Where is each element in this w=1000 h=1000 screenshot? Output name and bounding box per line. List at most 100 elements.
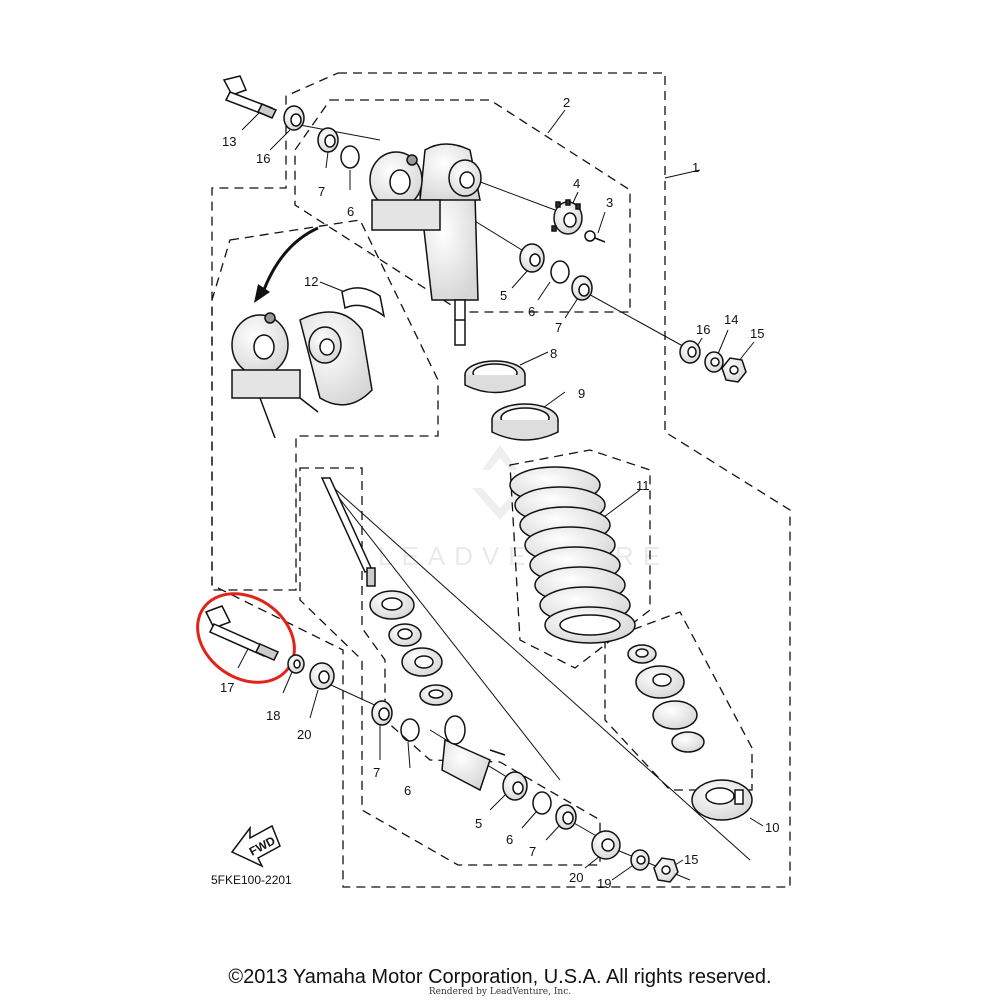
leader-12 (319, 281, 346, 293)
leader-14 (717, 329, 729, 355)
axis-upper-right (584, 291, 691, 351)
callout-4: 4 (573, 176, 580, 191)
leader-8 (519, 351, 549, 366)
leader-7top (325, 151, 329, 169)
part-code: 5FKE100-2201 (211, 873, 292, 887)
circlip-6-lower-left (400, 718, 420, 742)
leader-7d (545, 824, 561, 841)
leader-15a (737, 341, 755, 363)
axis-rod (324, 479, 561, 781)
callout-1: 1 (692, 160, 699, 175)
locknut-8 (464, 360, 526, 394)
leader-20a (309, 689, 319, 719)
group-outline-11 (509, 449, 651, 669)
leader-19 (611, 865, 633, 881)
callout-15b: 15 (684, 852, 698, 867)
callout-8: 8 (550, 346, 557, 361)
callout-7a: 7 (555, 320, 562, 335)
callout-6a: 6 (528, 304, 535, 319)
adjusting-nut-9 (491, 403, 559, 441)
leader-2 (547, 109, 566, 134)
adjuster-knob-4 (551, 199, 583, 235)
callout-19: 19 (597, 876, 611, 891)
lower-eye (441, 715, 506, 792)
callout-15a: 15 (750, 326, 764, 341)
leader-15b (674, 859, 684, 866)
bushing-5-upper (519, 243, 545, 273)
leader-18 (282, 671, 293, 694)
callout-labels: 1 2 3 4 5 6 7 8 9 11 12 13 16 7 6 16 14 … (220, 95, 779, 891)
callout-11: 11 (636, 478, 650, 493)
callout-18: 18 (266, 708, 280, 723)
callout-20a: 20 (297, 727, 311, 742)
callout-3: 3 (606, 195, 613, 210)
leader-6a (537, 281, 551, 301)
axis-main (324, 479, 751, 861)
rotation-arrow-head (254, 284, 270, 303)
leader-3 (597, 211, 606, 234)
callout-7top: 7 (318, 184, 325, 199)
washer-19 (630, 849, 650, 871)
callout-9: 9 (578, 386, 585, 401)
callout-7c: 7 (373, 765, 380, 780)
leader-13 (241, 111, 261, 131)
bushing-5-lower (502, 771, 528, 801)
collar-16-right (679, 340, 701, 364)
group-outline-2 (294, 99, 631, 313)
callout-16a: 16 (256, 151, 270, 166)
bushing-7-upper (317, 127, 339, 153)
group-outline-lower (299, 467, 601, 866)
leader-16a (269, 129, 291, 151)
bump-rubber-stack (320, 477, 453, 706)
circlip-6-upper (340, 145, 360, 169)
axis-top-bolt (299, 124, 381, 141)
washer-14 (704, 351, 724, 373)
collar-20-right (591, 830, 621, 860)
collar-20-left (309, 662, 335, 690)
bushing-7-lower-right (555, 804, 577, 830)
circlip-6-upper-right (550, 260, 570, 284)
bushing-7-upper-right (571, 275, 593, 301)
callout-13: 13 (222, 134, 236, 149)
collar-16-upper (283, 105, 305, 131)
bushing-7-lower-left (371, 700, 393, 726)
collar-18 (287, 654, 305, 674)
callout-5a: 5 (500, 288, 507, 303)
nut-15-upper (721, 357, 747, 383)
callout-6d: 6 (506, 832, 513, 847)
group-outline-1 (211, 72, 791, 888)
leader-5b (489, 794, 506, 811)
axis-top-right (474, 179, 556, 211)
callout-17: 17 (220, 680, 234, 695)
leader-5a (511, 269, 529, 289)
leader-11 (599, 489, 641, 521)
group-outline-12 (211, 219, 439, 591)
shock-absorber-2 (369, 143, 482, 346)
callout-2: 2 (563, 95, 570, 110)
circlip-6-lower-right (532, 791, 552, 815)
bolt-17[interactable] (204, 605, 280, 661)
bolt-13 (222, 75, 278, 119)
callout-12: 12 (304, 274, 318, 289)
rendered-by-notice: Rendered by LeadVenture, Inc. (428, 987, 572, 997)
callout-16b: 16 (696, 322, 710, 337)
leader-6c (407, 741, 411, 769)
callout-20b: 20 (569, 870, 583, 885)
shock-inset-12 (231, 287, 386, 439)
callout-14: 14 (724, 312, 738, 327)
rotation-arrow (260, 226, 319, 296)
coil-spring-11 (509, 466, 636, 644)
leader-7a (564, 297, 579, 319)
fwd-arrow-icon: FWD (230, 824, 281, 868)
spring-guide-10 (691, 779, 753, 821)
callout-6top: 6 (347, 204, 354, 219)
leader-20b (584, 855, 601, 869)
callout-7d: 7 (529, 844, 536, 859)
callout-6c: 6 (404, 783, 411, 798)
screw-3 (584, 230, 606, 243)
nut-15-lower (653, 857, 679, 883)
leader-6d (521, 811, 537, 829)
callout-10: 10 (765, 820, 779, 835)
group-outline-10 (604, 611, 753, 791)
